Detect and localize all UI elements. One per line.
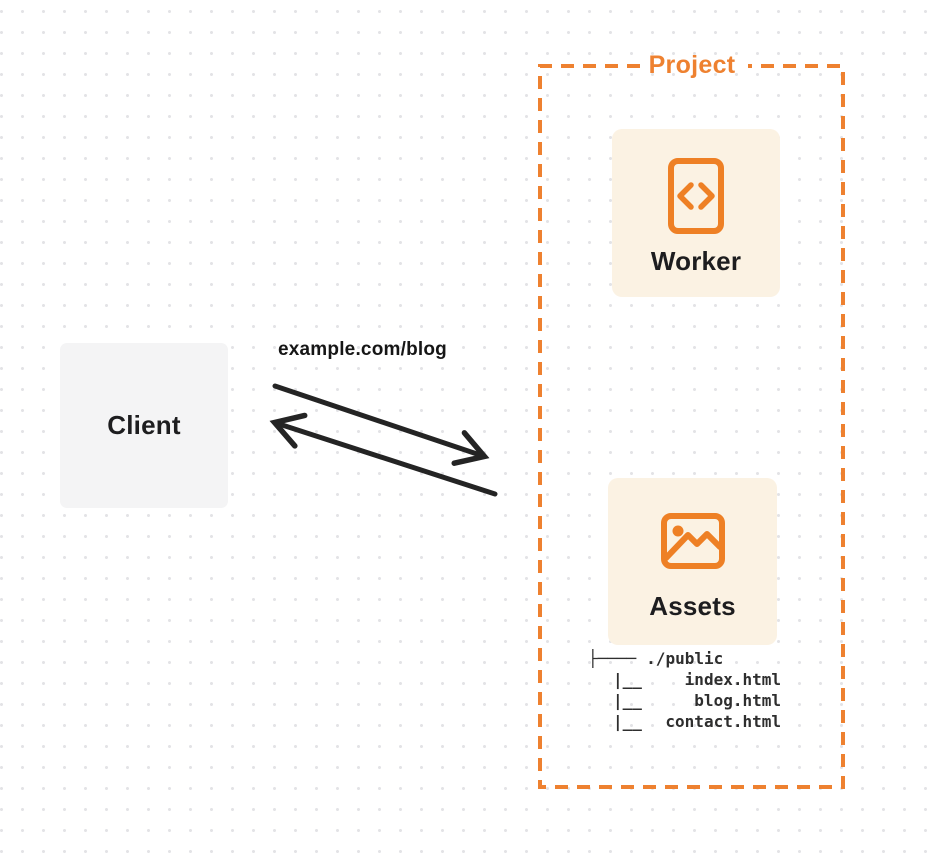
- file-tree-item: |__ contact.html: [588, 711, 781, 732]
- assets-file-tree: ├──── ./public |__ index.html |__ blog.h…: [588, 648, 781, 732]
- file-tree-item: |__ blog.html: [588, 690, 781, 711]
- client-node: Client: [60, 343, 228, 508]
- worker-node-label: Worker: [650, 246, 742, 276]
- tree-branch-glyph: |__: [613, 712, 642, 731]
- tree-file-name: contact.html: [665, 712, 781, 731]
- assets-node: Assets: [608, 478, 777, 645]
- request-arrow: [272, 383, 490, 466]
- response-arrow: [269, 412, 498, 497]
- project-label: Project: [648, 51, 736, 79]
- request-url-label: example.com/blog: [278, 339, 447, 360]
- file-tree-root: ├──── ./public: [588, 648, 781, 669]
- tree-branch-glyph: ├────: [588, 649, 637, 668]
- client-node-label: Client: [107, 410, 181, 440]
- project-boundary: [538, 64, 845, 789]
- request-response-arrows: [269, 383, 498, 497]
- tree-file-name: index.html: [684, 670, 781, 689]
- worker-code-icon: [668, 158, 724, 234]
- tree-branch-glyph: |__: [613, 670, 642, 689]
- file-tree-item: |__ index.html: [588, 669, 781, 690]
- tree-file-name: blog.html: [694, 691, 781, 710]
- tree-root-name: ./public: [646, 649, 724, 668]
- assets-node-label: Assets: [649, 591, 736, 621]
- worker-node: Worker: [612, 129, 780, 297]
- tree-branch-glyph: |__: [613, 691, 642, 710]
- assets-image-icon: [660, 513, 725, 569]
